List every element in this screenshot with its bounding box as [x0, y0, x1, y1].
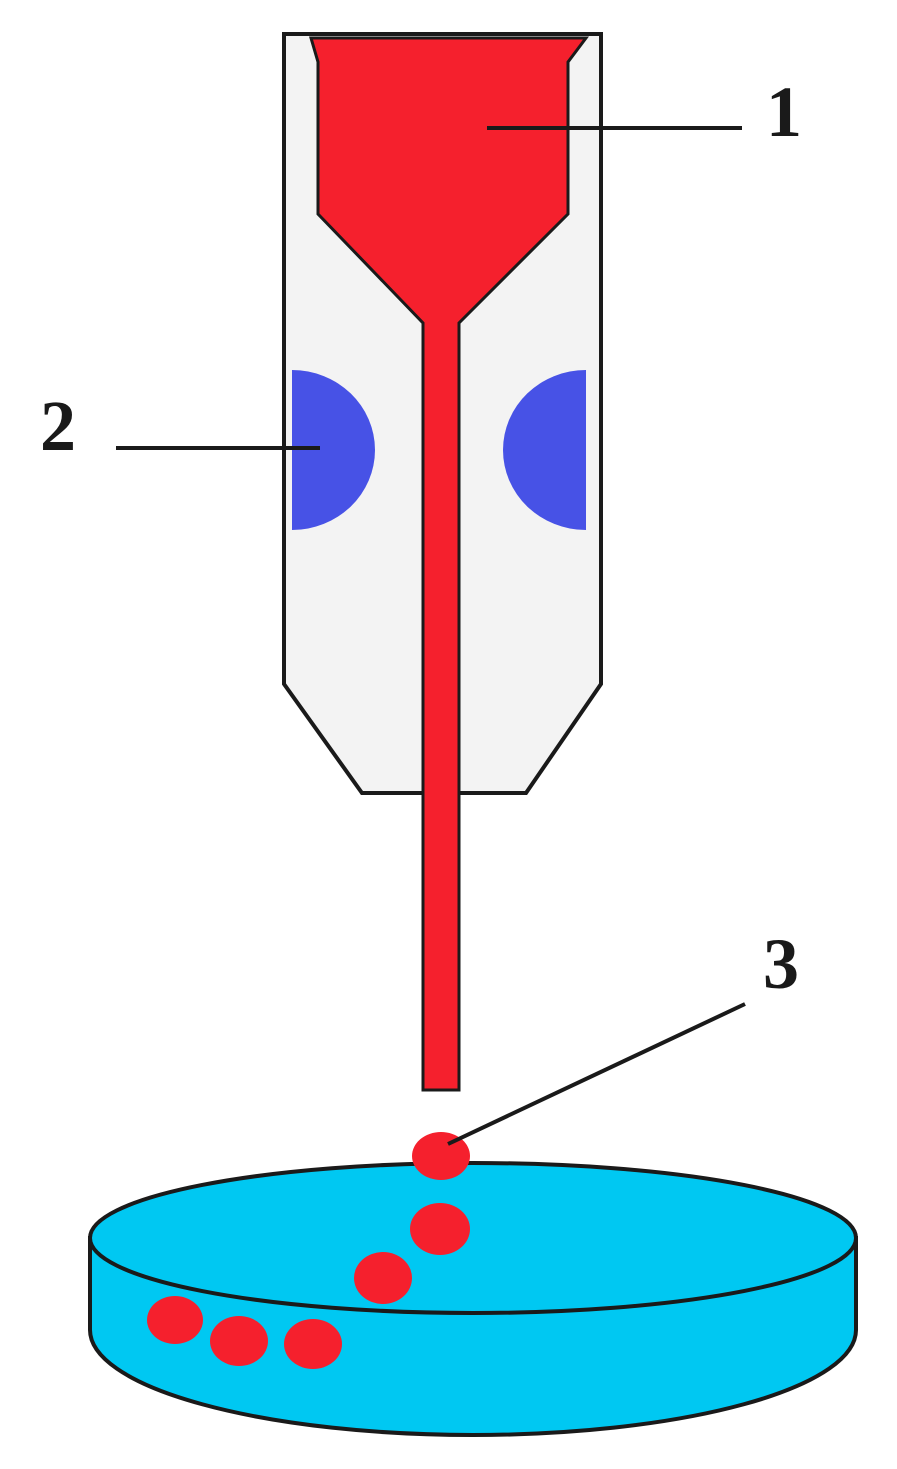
callout-label-3: 3 [763, 924, 799, 1004]
droplets [147, 1132, 470, 1369]
droplet [147, 1296, 203, 1344]
collector-dish [88, 1161, 858, 1437]
callout-label-2: 2 [40, 386, 76, 466]
callout-label-1: 1 [766, 72, 802, 152]
droplet [354, 1252, 412, 1304]
electrode-left [292, 370, 375, 530]
leader-line-3 [447, 1002, 746, 1146]
electrode-right [503, 370, 586, 530]
droplet [410, 1203, 470, 1255]
droplet [210, 1316, 268, 1366]
droplet [412, 1132, 470, 1180]
material-reservoir [309, 36, 589, 1092]
dish-top [88, 1161, 858, 1315]
electrode-pair [292, 370, 586, 530]
droplet [284, 1319, 342, 1369]
